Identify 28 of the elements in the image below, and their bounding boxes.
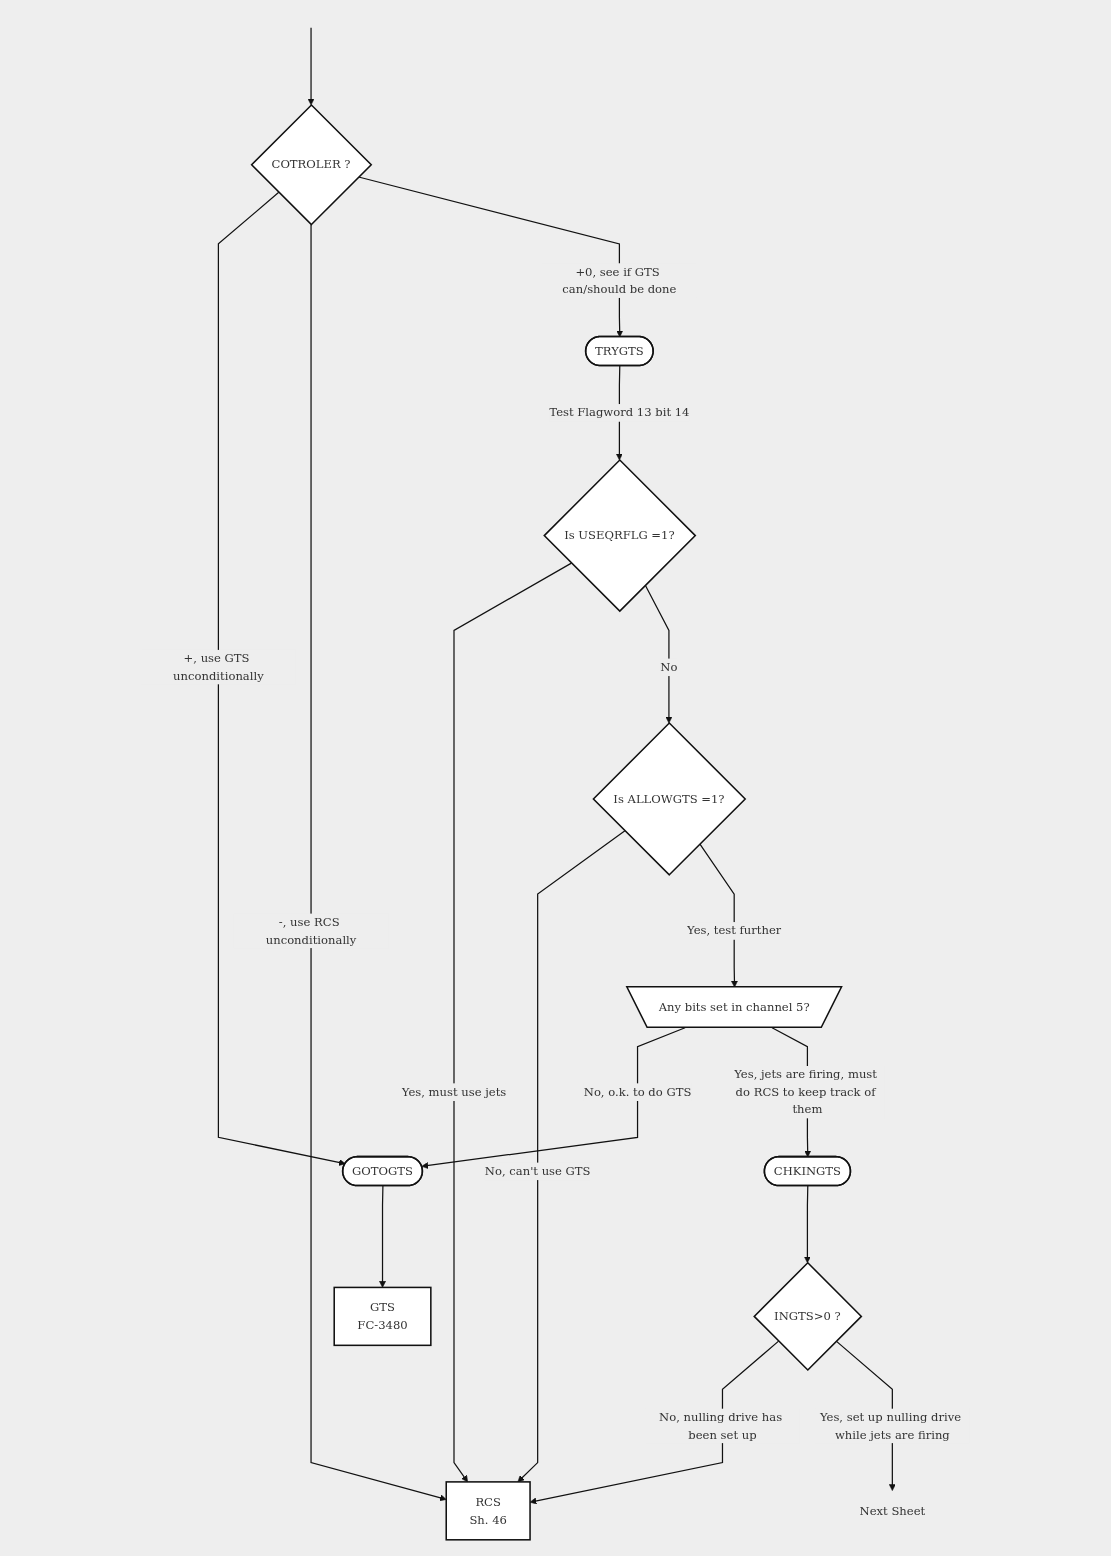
edge-label: +, use GTS unconditionally (173, 651, 264, 683)
arrow (517, 830, 626, 1483)
node-diamond: COTROLER ? (250, 103, 373, 226)
node-text: Next Sheet (859, 1503, 926, 1518)
edge-label: Yes, test further (687, 923, 782, 938)
edge-label: Yes, set up nulling drive while jets are firing (820, 1410, 962, 1442)
arrow (358, 176, 624, 338)
node-diamond: INGTS>0 ? (753, 1261, 863, 1372)
edge-label: Yes, must use jets (401, 1084, 507, 1099)
arrow (217, 191, 346, 1166)
node-box: RCS Sh. 46 (445, 1481, 531, 1541)
edge-label: No, o.k. to do GTS (583, 1084, 692, 1099)
arrow (644, 584, 673, 724)
node-box: GTS FC-3480 (333, 1286, 432, 1347)
arrow (307, 27, 315, 106)
edge-label: Yes, jets are firing, must do RCS to keep track of them (734, 1067, 878, 1117)
edge-label: -, use RCS unconditionally (265, 914, 357, 947)
node-diamond: Is USEQRFLG =1? (543, 458, 697, 613)
arrow (804, 1185, 811, 1264)
arrow (310, 223, 447, 1502)
edge-label: Test Flagword 13 bit 14 (549, 405, 690, 420)
arrow (453, 562, 573, 1483)
edge-label: +0, see if GTS can/should be done (562, 264, 677, 296)
edge-label: No (660, 659, 678, 674)
edge-label: No, nulling drive has been set up (659, 1410, 783, 1442)
edge-label: No, can't use GTS (484, 1163, 591, 1178)
node-diamond: Is ALLOWGTS =1? (592, 721, 747, 876)
arrow (379, 1185, 387, 1288)
